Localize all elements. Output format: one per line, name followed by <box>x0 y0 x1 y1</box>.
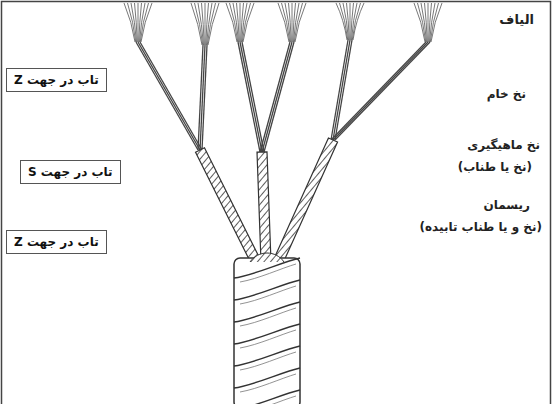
fiber <box>285 3 291 42</box>
fiber <box>141 3 152 42</box>
yarn-line <box>331 42 426 140</box>
fiber <box>414 3 425 42</box>
fiber <box>226 3 237 42</box>
raw-yarns <box>136 40 430 152</box>
part-label: (نخ یا طناب) <box>456 160 534 174</box>
fiber <box>350 3 351 40</box>
yarn-line <box>202 45 207 150</box>
yarn-line <box>238 42 260 152</box>
fiber <box>195 3 203 45</box>
fiber <box>340 3 348 40</box>
fiber <box>237 3 240 42</box>
yarn-line <box>260 42 290 152</box>
part-label: ریسمان <box>482 198 532 212</box>
part-label: نخ ماهیگیری <box>465 138 542 152</box>
strand <box>196 148 261 264</box>
fiber <box>353 3 364 40</box>
fiber <box>431 3 442 42</box>
fiber <box>278 3 289 42</box>
twist-shade <box>240 352 296 370</box>
fiber <box>343 3 349 40</box>
yarn-line <box>264 42 294 152</box>
twist-shade <box>240 374 296 392</box>
fiber <box>205 3 206 45</box>
twist-direction-box: تاب در جهت Z <box>6 68 107 92</box>
fiber <box>207 3 215 45</box>
fiber <box>289 3 292 42</box>
yarn-line <box>335 42 430 140</box>
twist-line <box>234 324 300 344</box>
twist-shade <box>240 330 296 348</box>
fiber <box>131 3 137 42</box>
part-label: (نخ و یا طناب تابیده) <box>417 220 544 234</box>
fiber <box>336 3 347 40</box>
fiber <box>421 3 427 42</box>
yarn-line <box>240 42 262 152</box>
strand <box>257 152 271 262</box>
twist-shade <box>240 286 296 304</box>
fiber <box>230 3 238 42</box>
box-text: تاب در جهت Z <box>14 73 99 87</box>
yarn-line <box>138 42 200 150</box>
fiber <box>140 3 148 42</box>
fiber <box>294 3 302 42</box>
fiber <box>242 3 250 42</box>
fiber <box>198 3 204 45</box>
fiber-tufts <box>124 3 442 45</box>
fiber <box>292 3 293 42</box>
part-label: نخ خام <box>485 87 528 101</box>
box-text: تاب در جهت Z <box>14 235 99 249</box>
yarn-line <box>333 42 428 140</box>
fiber <box>124 3 135 42</box>
twist-shade <box>240 308 296 326</box>
twist-line <box>234 302 300 322</box>
twist-shade <box>240 396 296 404</box>
fiber <box>418 3 426 42</box>
box-text: تاب در جهت S <box>28 165 113 179</box>
twisted-rope <box>234 253 300 404</box>
yarn-line <box>242 42 264 152</box>
fiber <box>233 3 239 42</box>
fiber <box>243 3 254 42</box>
fibers-label: الیاف <box>497 12 536 27</box>
yarn-line <box>140 42 202 150</box>
fiber <box>191 3 202 45</box>
fiber <box>425 3 428 42</box>
fiber <box>430 3 438 42</box>
fiber <box>128 3 136 42</box>
twist-line <box>234 346 300 366</box>
twist-direction-box: تاب در جهت S <box>20 160 121 184</box>
rope-top <box>250 253 284 262</box>
twist-shade <box>240 264 296 282</box>
fiber <box>295 3 306 42</box>
fiber <box>352 3 360 40</box>
fiber <box>347 3 350 40</box>
fiber <box>240 3 241 42</box>
twist-line <box>234 280 300 300</box>
strand <box>273 138 337 264</box>
twist-line <box>234 368 300 388</box>
twist-line <box>234 390 300 404</box>
yarn-line <box>136 42 198 150</box>
fiber <box>282 3 290 42</box>
fiber <box>135 3 138 42</box>
rope-body <box>234 258 300 404</box>
fiber <box>138 3 139 42</box>
fiber <box>208 3 219 45</box>
yarn-line <box>262 42 292 152</box>
twist-direction-box: تاب در جهت Z <box>6 230 107 254</box>
fiber <box>202 3 205 45</box>
strands <box>196 138 338 264</box>
fiber <box>428 3 429 42</box>
